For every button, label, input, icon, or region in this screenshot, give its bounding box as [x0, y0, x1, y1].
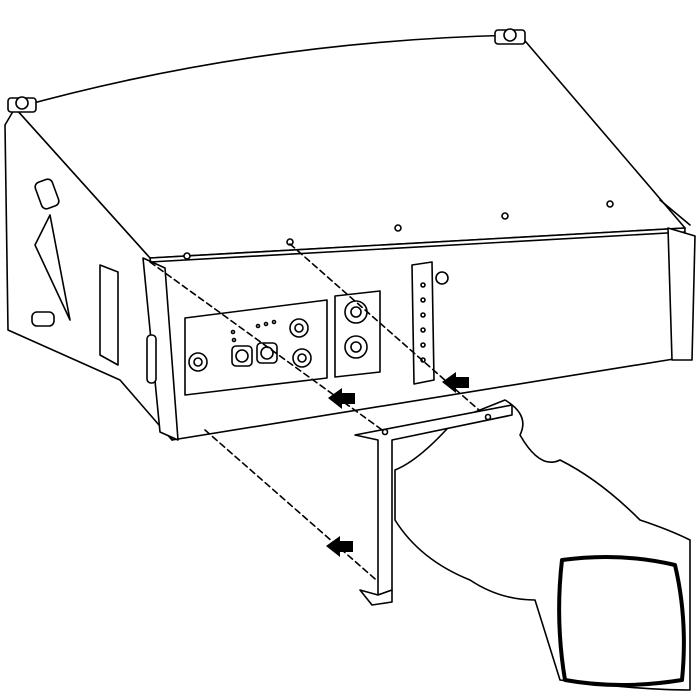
- side-grip: [146, 334, 157, 384]
- front-seam: [149, 231, 686, 263]
- speakon-connectors: [344, 300, 368, 359]
- arrow-icon: [442, 372, 469, 393]
- cover-bracket-foot: [359, 589, 393, 606]
- top-right-rigging-pin: [494, 28, 526, 45]
- rigging-holes: [420, 271, 449, 363]
- cover-hole: [381, 428, 389, 436]
- top-left-rigging-pin: [7, 96, 37, 113]
- connectors: [188, 318, 312, 372]
- cover-fabric: [394, 399, 691, 691]
- top-screw-holes: [183, 200, 614, 260]
- cover-opening-frame: [557, 554, 686, 687]
- left-handle-bottom: [31, 311, 55, 327]
- rigging-bracket: [411, 261, 435, 385]
- arrow-icon: [326, 536, 353, 557]
- speaker-cabinet: [4, 28, 696, 441]
- logo-triangle: [34, 214, 71, 321]
- rain-cover: [354, 399, 691, 691]
- cover-bracket: [354, 404, 513, 596]
- arrow-icon: [328, 388, 355, 409]
- right-rear-panel: [659, 199, 691, 226]
- left-handle-recess: [99, 264, 119, 366]
- guide-line: [204, 429, 383, 586]
- left-handle-top: [34, 178, 60, 210]
- arrows: [326, 372, 469, 557]
- cover-hole: [484, 413, 492, 421]
- right-end-cap: [667, 227, 696, 361]
